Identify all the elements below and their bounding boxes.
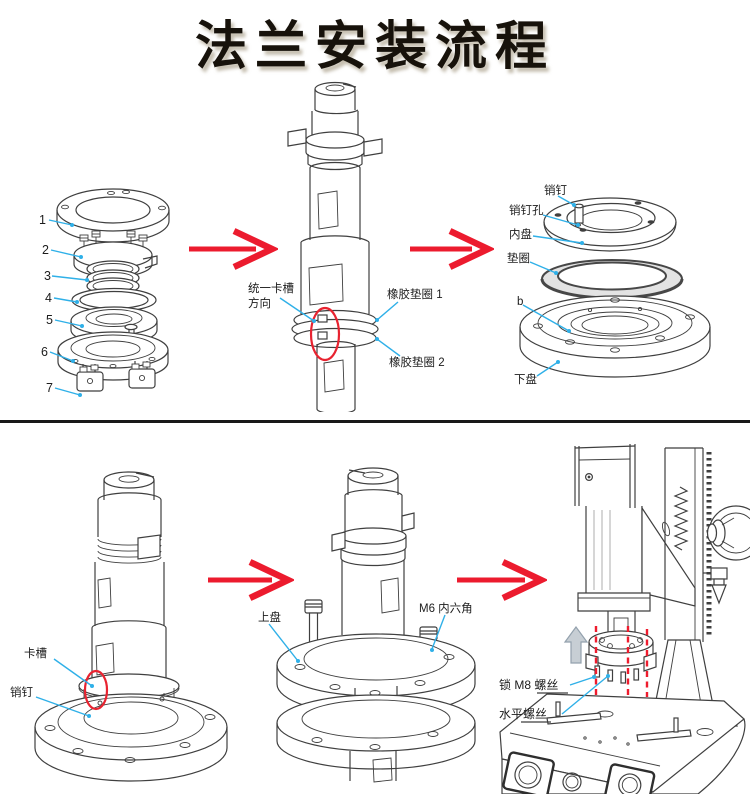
- transducer-body: [287, 81, 383, 314]
- pin-hole-label: 销钉孔: [509, 203, 544, 217]
- transducer-body: [91, 471, 167, 680]
- rubber-gasket-2-label: 橡胶垫圈 2: [389, 355, 445, 369]
- air-filter-unit: [703, 567, 728, 605]
- converter-and-flange: [585, 611, 657, 684]
- bottom-stub: [349, 751, 397, 783]
- part-7-clamp-blocks: [76, 361, 156, 392]
- transducer-body: [331, 467, 415, 635]
- slot-direction-note-line1: 统一卡槽: [248, 282, 294, 295]
- base-button-left: [502, 751, 555, 794]
- machine-leaders: [561, 674, 610, 715]
- part-number-6: 6: [41, 345, 48, 359]
- base-socket-center: [562, 772, 582, 792]
- part-number-leaders: [48, 219, 89, 397]
- flow-arrow-4: [457, 559, 547, 601]
- part-number-2: 2: [42, 243, 49, 257]
- section-divider: [0, 420, 750, 423]
- part-4-flat-ring: [71, 287, 157, 313]
- part-number-3: 3: [44, 269, 51, 283]
- lower-disc: [519, 295, 711, 378]
- flow-arrow-2: [410, 228, 494, 270]
- flange-plate: [34, 693, 228, 782]
- lock-m8-label: 锁 M8 螺丝: [499, 677, 558, 692]
- page-title: 法兰安装流程: [194, 16, 555, 77]
- transducer-insert-diagram: 卡槽 销钉: [10, 471, 228, 782]
- level-screw-label: 水平螺丝: [499, 707, 547, 721]
- washer-label: 垫圈: [507, 251, 530, 265]
- machine-column: [664, 447, 712, 642]
- inner-disc-label: 内盘: [509, 227, 532, 241]
- up-arrow-indicator: [563, 625, 589, 664]
- flow-arrow-3: [208, 559, 294, 601]
- slot-direction-note-line2: 方向: [248, 296, 271, 310]
- alignment-dashed-lines: [594, 626, 649, 697]
- slot-highlight-ellipse: [83, 669, 109, 711]
- part-6-lower-plate: [57, 323, 169, 381]
- transducer-gasket-diagram: 统一卡槽 方向 橡胶垫圈 1 橡胶垫圈 2: [248, 81, 445, 412]
- fixture-bar-right: [636, 729, 692, 742]
- b-label: b: [517, 296, 523, 308]
- machine-base: [499, 693, 746, 794]
- flow-arrow-1: [189, 228, 278, 270]
- inner-disc: [543, 197, 677, 252]
- upper-disc-label: 上盘: [258, 610, 281, 624]
- flange-fasten-diagram: 上盘 M6 内六角: [258, 467, 476, 783]
- welding-machine-diagram: 锁 M8 螺丝 水平螺丝: [499, 444, 750, 794]
- part-number-1: 1: [39, 213, 46, 227]
- lower-disc-label: 下盘: [514, 372, 537, 386]
- machine-head: [574, 444, 696, 612]
- exploded-flange-diagram: 1 2 3 4 5 6 7: [39, 188, 170, 397]
- part-number-5: 5: [46, 313, 53, 327]
- slot-label: 卡槽: [24, 647, 47, 660]
- handwheel: [706, 505, 750, 561]
- fasten-leaders: [268, 614, 446, 663]
- pin-label: 销钉: [544, 183, 567, 197]
- spring-symbol: [673, 486, 689, 551]
- part-number-4: 4: [45, 291, 52, 305]
- m6-hex-label: M6 内六角: [419, 601, 473, 615]
- pin-label: 销钉: [10, 685, 33, 699]
- flange-parts-diagram: 销钉 销钉孔 内盘 垫圈 b 下盘: [507, 183, 711, 386]
- rubber-gasket-1-label: 橡胶垫圈 1: [387, 287, 443, 301]
- insert-leaders: [35, 658, 94, 718]
- part-1-top-ring: [56, 188, 170, 243]
- gasket-leaders: [279, 297, 401, 357]
- washer-ring: [540, 259, 684, 300]
- m6-screw-left: [304, 599, 323, 648]
- lower-flange-disc: [276, 686, 476, 770]
- base-button-right: [604, 763, 656, 794]
- part-number-7: 7: [46, 381, 53, 395]
- slot-highlight-ellipse: [309, 306, 341, 362]
- flange-part-leaders: [522, 195, 584, 377]
